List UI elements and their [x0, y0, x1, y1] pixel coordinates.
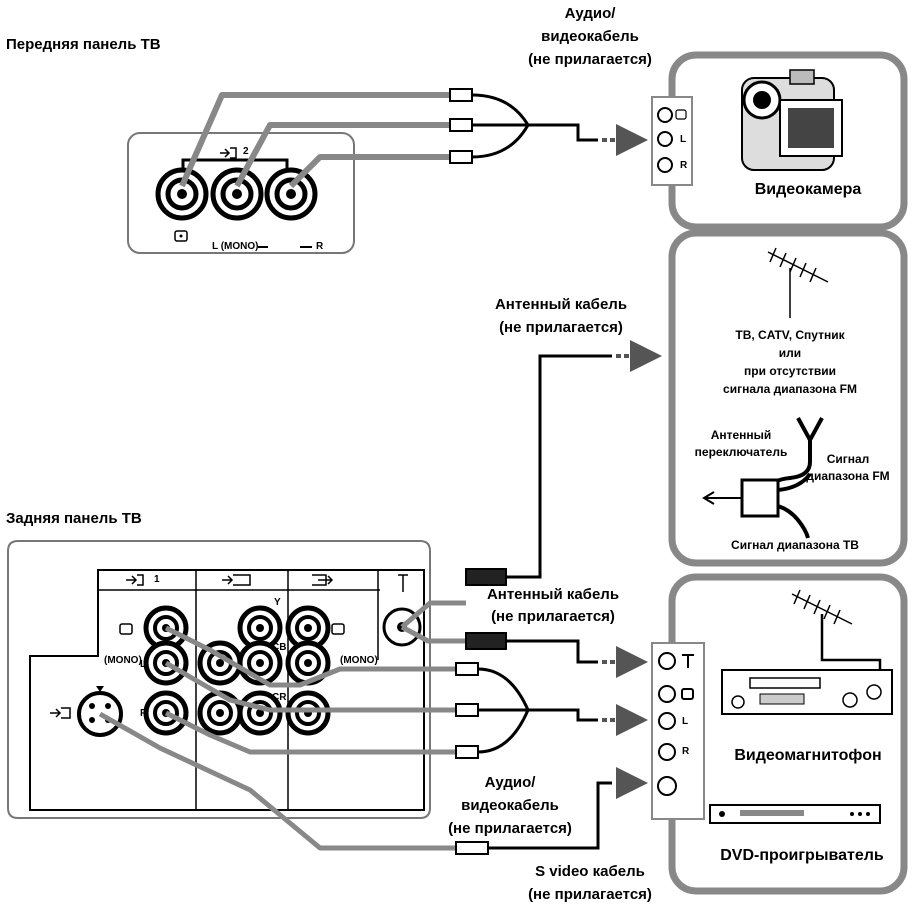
- device-jacks: [657, 652, 694, 796]
- comp-y-label: Y: [274, 597, 281, 608]
- rear-rca-plugs: [455, 662, 479, 759]
- rear-l-label: L: [140, 659, 147, 670]
- front-rca-plugs: [449, 88, 473, 164]
- bottom-av-cable-label-3: (не прилагается): [448, 820, 572, 837]
- antenna-switch-label-2: переключатель: [694, 445, 788, 459]
- top-av-cable-bundle: [471, 93, 598, 159]
- front-jack-video: [155, 167, 209, 221]
- rear-grey-cables: [98, 600, 466, 851]
- camcorder-jacks: [657, 107, 687, 173]
- rear-jack-mid-1: [197, 640, 243, 686]
- front-mono-label: L (MONO): [212, 241, 259, 252]
- vcr-label: Видеомагнитофон: [734, 747, 882, 764]
- vcr-illustration: [721, 669, 893, 715]
- front-cable-audio-l: [234, 122, 450, 188]
- rear-jack-out-l: [285, 640, 331, 686]
- fm-signal-label-1: Сигнал: [826, 452, 870, 466]
- antenna-illustration-2: [791, 589, 882, 672]
- tv-signal-label: Сигнал диапазона ТВ: [731, 538, 859, 552]
- front-cable-video: [179, 92, 450, 188]
- svideo-cable-label: S video кабель: [535, 863, 645, 880]
- front-input-number: 2: [243, 146, 249, 157]
- antenna-cable-2-label: Антенный кабель: [486, 586, 620, 603]
- camcorder-label: Видеокамера: [754, 181, 862, 198]
- antenna-cable-1-note: (не прилагается): [499, 319, 623, 336]
- antenna-switch-illustration: [702, 417, 824, 539]
- top-av-cable-label-1: Аудио/: [564, 5, 616, 22]
- fm-signal-label-2: диапазона FM: [806, 469, 890, 483]
- device-box: [668, 573, 908, 895]
- rear-jack-dividers: [98, 570, 380, 810]
- comp-cr-label: CR: [272, 692, 287, 703]
- dvd-label: DVD-проигрыватель: [720, 847, 884, 864]
- signal-sources-2: или: [778, 346, 802, 360]
- vcr-r-label: R: [682, 746, 690, 757]
- rear-video-icons: [119, 623, 345, 635]
- signal-sources-1: ТВ, CATV, Спутник: [735, 328, 845, 342]
- rear-antenna-plugs: [465, 568, 507, 650]
- vcr-l-label: L: [682, 716, 689, 727]
- svideo-plug: [455, 841, 489, 855]
- rear-jack-out-r: [285, 690, 331, 736]
- device-cables: [477, 639, 612, 850]
- camcorder-r-label: R: [680, 160, 688, 171]
- rear-jacks: [143, 605, 331, 736]
- rear-header-icons: [126, 574, 408, 592]
- front-jack-audio-l: [210, 167, 264, 221]
- antenna-cable-1-label: Антенный кабель: [494, 296, 628, 313]
- antenna-cable-1-line: [506, 354, 612, 579]
- rear-mono-right-label: (MONO): [340, 655, 378, 666]
- dvd-illustration: [709, 804, 881, 824]
- bottom-av-cable-label-1: Аудио/: [484, 774, 536, 791]
- camcorder-illustration: [741, 69, 843, 171]
- device-dotted-arrows: [602, 646, 648, 799]
- antenna-illustration-1: [767, 247, 829, 318]
- rear-panel-title: Задняя панель ТВ: [6, 510, 142, 527]
- front-r-label: R: [316, 241, 324, 252]
- front-input-bracket: [181, 158, 289, 170]
- rear-input-number: 1: [154, 574, 160, 585]
- rear-r-label: R: [140, 708, 148, 719]
- top-av-cable-label-3: (не прилагается): [528, 51, 652, 68]
- front-panel-title: Передняя панель ТВ: [6, 36, 161, 53]
- rear-jack-out-video: [285, 605, 331, 651]
- top-av-cable-label-2: видеокабель: [541, 28, 639, 45]
- antenna-switch-label-1: Антенный: [710, 428, 772, 442]
- front-video-icon: [174, 230, 188, 242]
- rear-jack-y: [237, 605, 283, 651]
- front-input-icon: [220, 147, 237, 159]
- front-cable-audio-r: [288, 154, 450, 189]
- rear-mono-label: (MONO): [104, 655, 142, 666]
- signal-sources-4: сигнала диапазона FM: [723, 382, 857, 396]
- svideo-cable-note: (не прилагается): [528, 886, 652, 903]
- comp-cb-label: CB: [272, 642, 287, 653]
- antenna-cable-2-note: (не прилагается): [491, 608, 615, 625]
- signal-sources-3: при отсутствии: [744, 364, 836, 378]
- front-jack-audio-r: [264, 167, 318, 221]
- camcorder-l-label: L: [680, 134, 687, 145]
- signal-box: [668, 229, 908, 567]
- bottom-av-cable-label-2: видеокабель: [461, 797, 559, 814]
